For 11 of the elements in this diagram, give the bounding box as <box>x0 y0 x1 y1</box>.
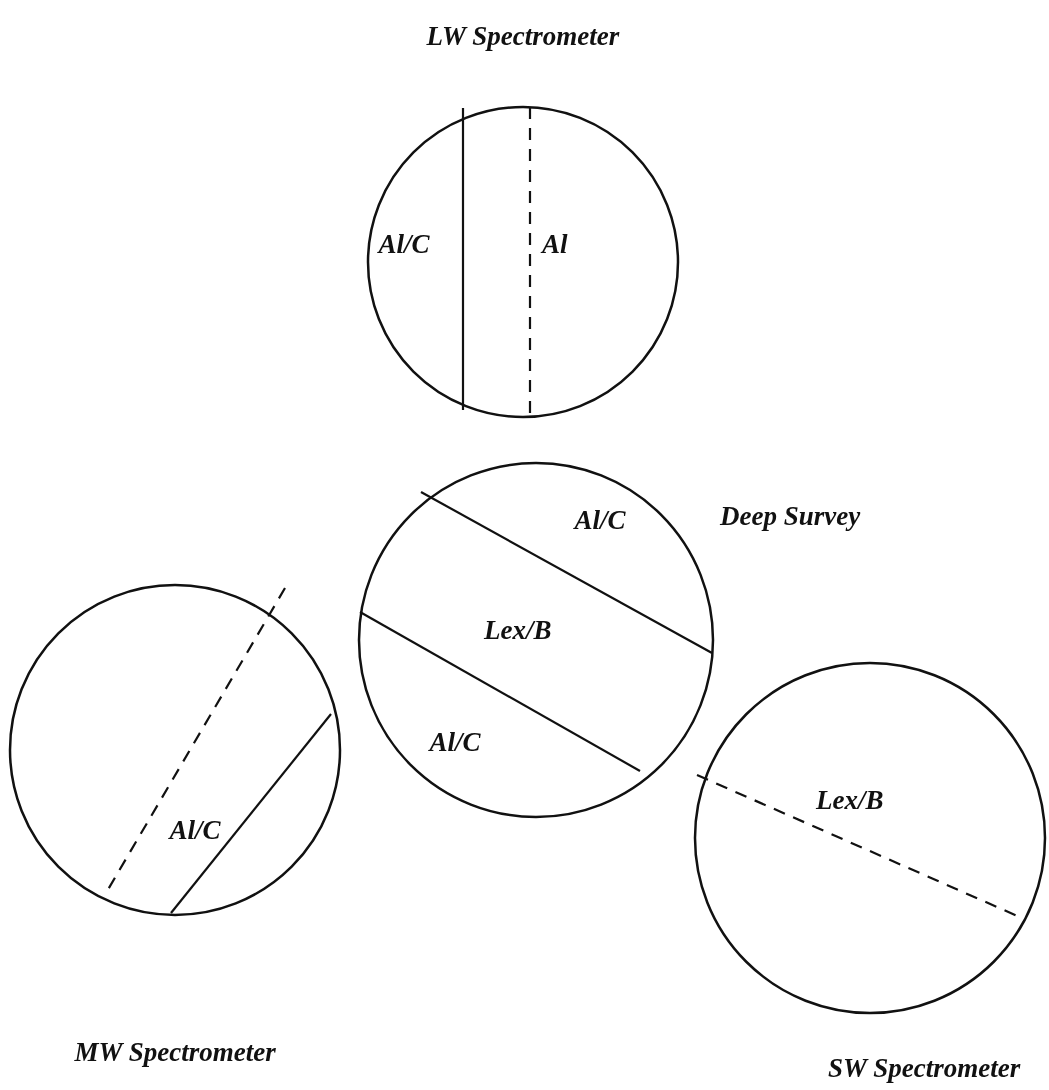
filter-label: Lex/B <box>816 786 884 814</box>
filter-label: Al/C <box>574 506 626 534</box>
filter-label: Al/C <box>169 816 221 844</box>
filter-label: Lex/B <box>484 616 552 644</box>
instrument-title: MW Spectrometer <box>74 1038 276 1066</box>
instrument-title: LW Spectrometer <box>426 22 620 50</box>
filter-label: Al/C <box>378 230 430 258</box>
filter-label: Al <box>542 230 568 258</box>
filter-label: Al/C <box>429 728 481 756</box>
instrument-title: Deep Survey <box>720 502 861 530</box>
instrument-title: SW Spectrometer <box>828 1054 1021 1082</box>
